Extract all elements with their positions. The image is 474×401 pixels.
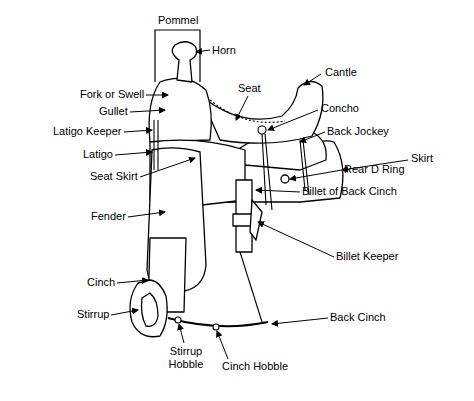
part-label: Billet of Back Cinch xyxy=(302,185,397,198)
part-label: Billet Keeper xyxy=(336,250,398,263)
part-label: Cantle xyxy=(325,66,357,79)
part-label: Seat xyxy=(238,82,261,95)
part-label: Stirrup Hobble xyxy=(162,345,210,371)
part-label: Fender xyxy=(91,210,126,223)
part-label: Stirrup xyxy=(77,308,109,321)
part-label: Back Cinch xyxy=(330,311,386,324)
part-label: Gullet xyxy=(99,105,128,118)
part-label: Back Jockey xyxy=(327,125,389,138)
part-label: Fork or Swell xyxy=(80,88,144,101)
part-label: Concho xyxy=(321,102,359,115)
part-label: Skirt xyxy=(411,152,433,165)
part-label: Rear D Ring xyxy=(344,163,405,176)
part-label: Cinch Hobble xyxy=(222,360,288,373)
part-label: Seat Skirt xyxy=(90,170,138,183)
part-label: Latigo Keeper xyxy=(53,125,122,138)
part-label: Pommel xyxy=(158,14,198,27)
part-label: Latigo xyxy=(83,148,113,161)
part-label: Horn xyxy=(212,44,236,57)
part-label: Cinch xyxy=(87,276,115,289)
